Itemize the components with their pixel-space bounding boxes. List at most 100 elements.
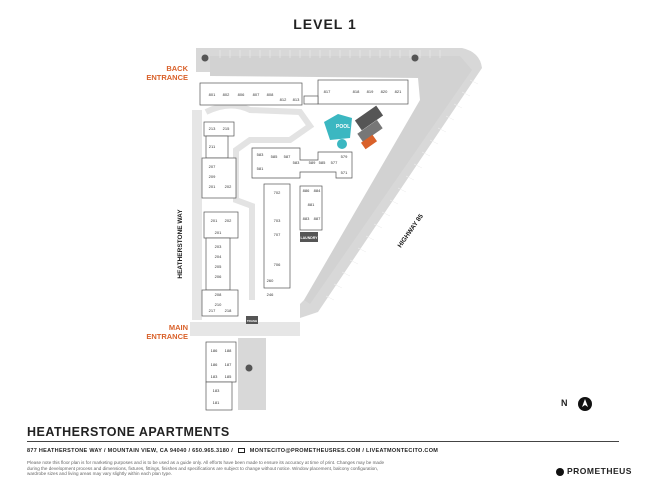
svg-text:201: 201 xyxy=(211,218,218,223)
svg-text:185: 185 xyxy=(225,374,232,379)
svg-text:703: 703 xyxy=(274,218,281,223)
building-north xyxy=(199,79,409,106)
south-parking xyxy=(238,338,266,410)
svg-text:246: 246 xyxy=(267,292,274,297)
laundry xyxy=(300,232,318,242)
svg-text:807: 807 xyxy=(253,92,260,97)
disclaimer-text: Please note this floor plan is for marke… xyxy=(27,460,385,477)
svg-text:210: 210 xyxy=(215,302,222,307)
svg-text:817: 817 xyxy=(324,89,331,94)
svg-text:204: 204 xyxy=(215,254,222,259)
brand-logo: PROMETHEUS xyxy=(556,466,632,476)
svg-text:819: 819 xyxy=(367,89,374,94)
level-title: LEVEL 1 xyxy=(293,16,357,32)
envelope-icon xyxy=(237,448,245,454)
svg-text:186: 186 xyxy=(211,348,218,353)
unit-labels-south: 186 188 186 187 183 185 183 181 xyxy=(211,348,232,405)
svg-text:884: 884 xyxy=(314,188,321,193)
main-entrance-line-1: MAIN xyxy=(168,323,188,332)
svg-text:587: 587 xyxy=(284,154,291,159)
building-south xyxy=(205,341,237,411)
svg-text:812: 812 xyxy=(280,97,287,102)
svg-text:215: 215 xyxy=(223,126,230,131)
footer-rule xyxy=(27,441,619,442)
svg-text:583: 583 xyxy=(257,152,264,157)
building-center-a xyxy=(251,147,353,179)
svg-text:218: 218 xyxy=(225,308,232,313)
svg-text:571: 571 xyxy=(341,170,348,175)
svg-text:213: 213 xyxy=(209,126,216,131)
svg-text:883: 883 xyxy=(303,216,310,221)
svg-text:707: 707 xyxy=(274,232,281,237)
svg-text:183: 183 xyxy=(211,374,218,379)
svg-text:818: 818 xyxy=(353,89,360,94)
unit-labels-west-a: 213 215 211 207 209 201 202 xyxy=(209,126,232,189)
svg-text:202: 202 xyxy=(225,218,232,223)
svg-text:808: 808 xyxy=(267,92,274,97)
svg-text:211: 211 xyxy=(209,144,216,149)
main-entrance-label: MAIN ENTRANCE xyxy=(132,323,188,341)
parking-lot-inner xyxy=(210,56,472,304)
svg-text:585: 585 xyxy=(271,154,278,159)
svg-text:187: 187 xyxy=(225,362,232,367)
svg-text:181: 181 xyxy=(213,400,220,405)
svg-text:217: 217 xyxy=(209,308,216,313)
building-west-b xyxy=(201,211,239,317)
svg-text:260: 260 xyxy=(267,278,274,283)
laundry-label: LAUNDRY xyxy=(301,236,319,240)
svg-text:886: 886 xyxy=(303,188,310,193)
pool xyxy=(324,114,352,140)
web-text[interactable]: MONTECITO@PROMETHEUSRES.COM / LIVEATMONT… xyxy=(249,448,439,454)
main-entrance-line-2: ENTRANCE xyxy=(146,332,188,341)
spa xyxy=(337,139,347,149)
back-entrance-label: BACK ENTRANCE xyxy=(132,64,188,82)
svg-text:585: 585 xyxy=(319,160,326,165)
parking-stalls-north xyxy=(219,50,441,58)
svg-text:186: 186 xyxy=(211,362,218,367)
svg-text:813: 813 xyxy=(293,97,300,102)
address-text: 877 HEATHERSTONE WAY / MOUNTAIN VIEW, CA… xyxy=(27,448,234,454)
svg-text:206: 206 xyxy=(215,274,222,279)
svg-text:806: 806 xyxy=(238,92,245,97)
trash-room xyxy=(246,316,258,324)
svg-text:205: 205 xyxy=(215,264,222,269)
south-driveway xyxy=(190,322,300,336)
svg-text:183: 183 xyxy=(213,388,220,393)
svg-text:208: 208 xyxy=(215,292,222,297)
prometheus-logo-icon xyxy=(556,467,564,476)
building-west-a xyxy=(201,121,237,199)
amenity-building xyxy=(354,105,384,150)
svg-text:203: 203 xyxy=(215,244,222,249)
trash-label: TRASH xyxy=(247,319,257,323)
contact-line: 877 HEATHERSTONE WAY / MOUNTAIN VIEW, CA… xyxy=(27,448,438,454)
west-driveway xyxy=(192,110,202,320)
walkway xyxy=(204,102,315,300)
svg-text:201: 201 xyxy=(215,230,222,235)
svg-text:577: 577 xyxy=(331,160,338,165)
svg-text:706: 706 xyxy=(274,262,281,267)
street-heatherstone: HEATHERSTONE WAY xyxy=(177,209,184,279)
svg-text:821: 821 xyxy=(395,89,402,94)
parking-stalls-diagonal xyxy=(325,79,479,301)
svg-text:579: 579 xyxy=(341,154,348,159)
svg-text:589: 589 xyxy=(309,160,316,165)
svg-text:209: 209 xyxy=(209,174,216,179)
svg-text:202: 202 xyxy=(225,184,232,189)
back-entrance-line-2: ENTRANCE xyxy=(146,73,188,82)
svg-text:581: 581 xyxy=(257,166,264,171)
property-name: HEATHERSTONE APARTMENTS xyxy=(27,425,230,439)
recycle-icon xyxy=(201,54,419,372)
svg-text:188: 188 xyxy=(225,348,232,353)
svg-text:801: 801 xyxy=(209,92,216,97)
back-entrance-line-1: BACK xyxy=(166,64,188,73)
svg-text:887: 887 xyxy=(314,216,321,221)
building-center-b xyxy=(263,183,323,289)
svg-text:207: 207 xyxy=(209,164,216,169)
svg-text:702: 702 xyxy=(274,190,281,195)
pool-label: POOL xyxy=(336,124,350,130)
svg-text:201: 201 xyxy=(209,184,216,189)
spa-label: SPA xyxy=(324,142,334,147)
